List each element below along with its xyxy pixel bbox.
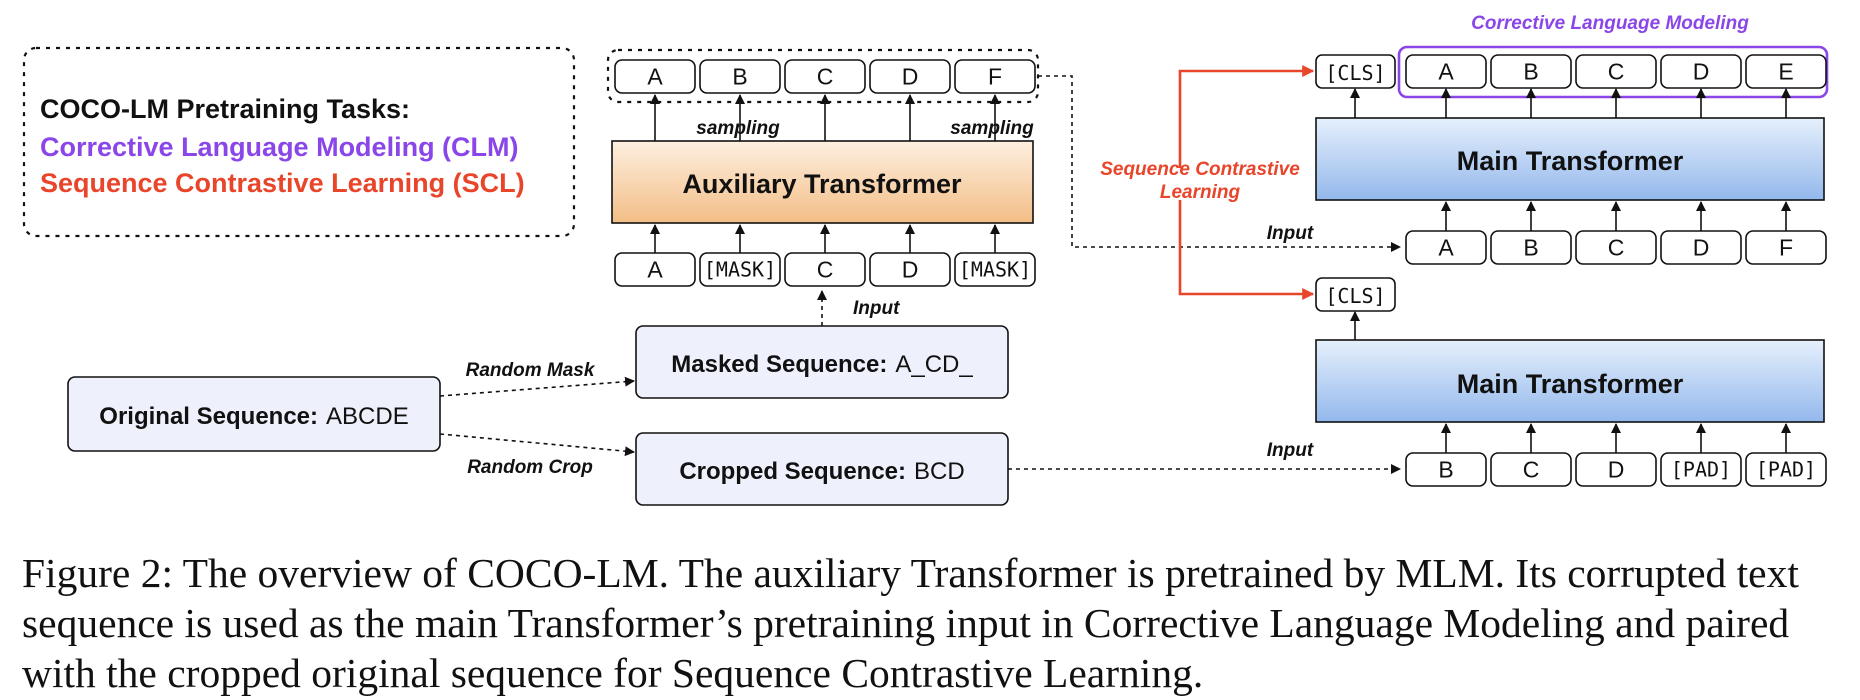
legend-clm: Corrective Language Modeling (CLM) — [40, 132, 519, 162]
legend: COCO-LM Pretraining Tasks: Corrective La… — [22, 46, 576, 238]
aux-output-token-2 — [784, 59, 866, 94]
legend-title: COCO-LM Pretraining Tasks: — [40, 94, 410, 124]
scl-arrow-bottom — [1178, 200, 1315, 300]
main-top-input-token-label-3: D — [1693, 235, 1710, 261]
main-transformer-bottom-label: Main Transformer — [1457, 369, 1684, 399]
aux-input-token-label-3: D — [902, 257, 919, 283]
coco-lm-diagram: COCO-LM Pretraining Tasks: Corrective La… — [22, 13, 1829, 506]
main-top-output-token-label-3: D — [1693, 59, 1710, 85]
main-top-output-tokens: A B C D E — [1405, 54, 1827, 118]
random-mask-arrow — [439, 376, 635, 397]
aux-output-token-3 — [869, 59, 951, 94]
main-top-input-token-label-0: A — [1438, 235, 1454, 261]
bottom-cls-label: [CLS] — [1325, 284, 1385, 308]
aux-output-token-label-3: D — [902, 64, 919, 90]
aux-output-token-label-2: C — [817, 64, 834, 90]
main-top-input-label: Input — [1267, 223, 1314, 244]
main-bottom-input-token-label-0: B — [1438, 457, 1453, 483]
main-top-output-token-label-2: C — [1608, 59, 1625, 85]
main-top-input-token-label-2: C — [1608, 235, 1625, 261]
auxiliary-transformer-label: Auxiliary Transformer — [682, 169, 962, 199]
legend-scl: Sequence Contrastive Learning (SCL) — [40, 168, 525, 198]
sampling-label-1: sampling — [696, 118, 780, 139]
main-top-output-token-label-4: E — [1778, 59, 1793, 85]
main-bottom-input-label: Input — [1267, 440, 1314, 461]
aux-output-token-label-4: F — [988, 64, 1002, 90]
aux-output-token-label-1: B — [732, 64, 747, 90]
main-top-output-token-label-1: B — [1523, 59, 1538, 85]
scl-arrow-top — [1178, 65, 1315, 168]
aux-input-token-label-4: [MASK] — [959, 258, 1031, 282]
aux-output-token-1 — [699, 59, 781, 94]
main-bottom-input-token-label-4: [PAD] — [1756, 458, 1816, 482]
random-crop-arrow — [439, 433, 635, 457]
corrupted-input-path — [1038, 75, 1401, 252]
original-sequence-box — [67, 376, 441, 452]
original-sequence-text: Original Sequence:ABCDE — [99, 403, 408, 430]
main-top-output-token-label-0: A — [1438, 59, 1454, 85]
aux-input-token-label-1: [MASK] — [704, 258, 776, 282]
legend-frame — [22, 46, 576, 238]
main-transformer-bottom — [1315, 339, 1825, 423]
scl-label-line2: Learning — [1160, 182, 1241, 203]
main-transformer-top-label: Main Transformer — [1457, 146, 1684, 176]
aux-input-label: Input — [853, 298, 900, 319]
clm-title: Corrective Language Modeling — [1471, 13, 1749, 34]
aux-input-token-label-0: A — [647, 257, 663, 283]
random-mask-label: Random Mask — [466, 360, 596, 381]
main-transformer-top — [1315, 117, 1825, 201]
masked-sequence-box — [635, 325, 1009, 399]
scl-label-line1: Sequence Contrastive — [1100, 159, 1300, 180]
masked-sequence-text: Masked Sequence:A_CD_ — [671, 351, 973, 378]
aux-output-token-0 — [614, 59, 696, 94]
auxiliary-transformer — [611, 140, 1034, 224]
aux-input-token-label-2: C — [817, 257, 834, 283]
top-cls-label: [CLS] — [1325, 61, 1385, 85]
main-bottom-input-token-label-1: C — [1523, 457, 1540, 483]
main-bottom-input-tokens: B C D [PAD] [PAD] — [1405, 423, 1827, 487]
main-bottom-input-token-label-2: D — [1608, 457, 1625, 483]
random-crop-label: Random Crop — [467, 457, 593, 478]
aux-input-tokens: A [MASK] C D [MASK] — [614, 224, 1036, 287]
main-top-input-token-label-4: F — [1779, 235, 1793, 261]
sampling-label-2: sampling — [950, 118, 1034, 139]
figure-caption: Figure 2: The overview of COCO-LM. The a… — [22, 550, 1799, 696]
main-bottom-input-token-label-3: [PAD] — [1671, 458, 1731, 482]
cropped-sequence-text: Cropped Sequence:BCD — [679, 458, 964, 485]
main-top-input-token-label-1: B — [1523, 235, 1538, 261]
aux-output-token-4 — [954, 59, 1036, 94]
aux-output-token-label-0: A — [647, 64, 663, 90]
